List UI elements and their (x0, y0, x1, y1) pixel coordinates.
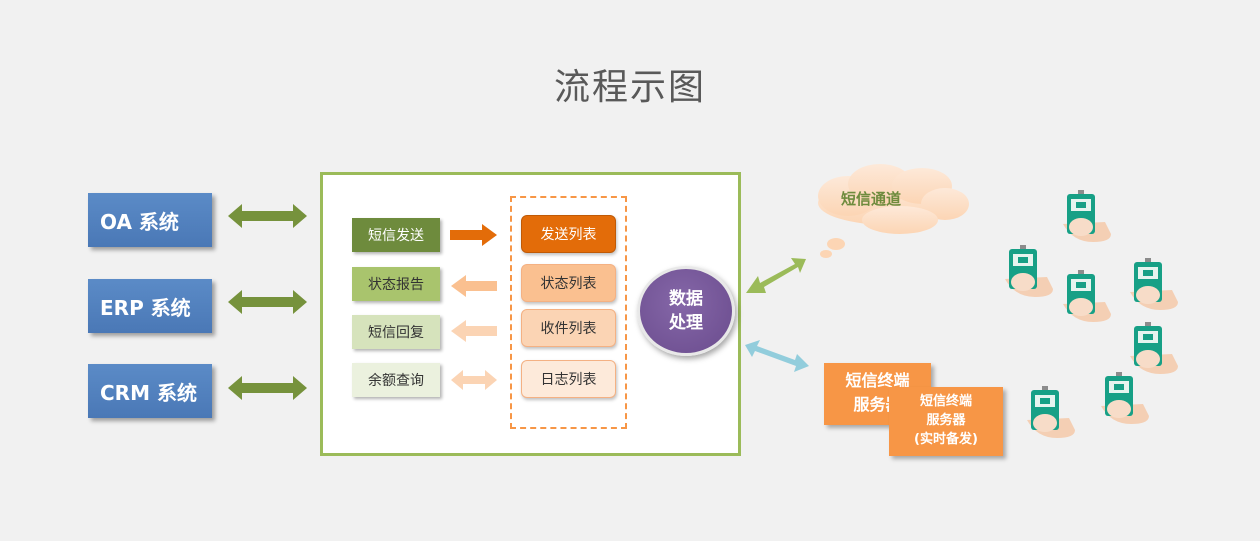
query-double-arrow (451, 370, 497, 390)
phone-in-hand-icon (1130, 258, 1178, 310)
server-double-arrow (745, 340, 809, 372)
server-primary-line1: 短信终端 (845, 371, 910, 390)
phone-in-hand-icon (1063, 270, 1111, 322)
oa-system-box: OA 系统 (88, 193, 212, 247)
phone-in-hand-icon (1101, 372, 1149, 424)
processor-line2: 处理 (669, 313, 703, 333)
inbox-list-box: 收件列表 (521, 309, 616, 347)
reply-arrow (451, 320, 497, 342)
server-backup-line2: 服务器 (926, 413, 966, 428)
status-report-box: 状态报告 (352, 267, 440, 301)
phone-in-hand-icon (1063, 190, 1111, 242)
server-backup-line1: 短信终端 (919, 394, 972, 409)
send-list-box: 发送列表 (521, 215, 616, 253)
sms-reply-box: 短信回复 (352, 315, 440, 349)
list-group-frame (510, 196, 627, 429)
sms-server-primary: 短信终端 服务器 (824, 363, 931, 425)
crm-double-arrow (228, 376, 307, 400)
phone-in-hand-icon (1130, 322, 1178, 374)
server-backup-line3: (实时备发) (914, 432, 978, 447)
status-list-box: 状态列表 (521, 264, 616, 302)
channel-double-arrow (746, 258, 806, 293)
log-list-box: 日志列表 (521, 360, 616, 398)
page-title: 流程示图 (553, 67, 706, 108)
erp-double-arrow (228, 290, 307, 314)
sms-send-box: 短信发送 (352, 218, 440, 252)
send-arrow (450, 224, 497, 246)
phone-in-hand-icon (1005, 245, 1053, 297)
erp-system-box: ERP 系统 (88, 279, 212, 333)
phone-in-hand-icon (1027, 386, 1075, 438)
crm-system-box: CRM 系统 (88, 364, 212, 418)
balance-query-box: 余额查询 (352, 363, 440, 397)
status-arrow (451, 275, 497, 297)
oa-double-arrow (228, 204, 307, 228)
sms-server-backup: 短信终端 服务器 (实时备发) (889, 387, 1003, 456)
processor-line1: 数据 (669, 289, 703, 309)
cloud-label: 短信通道 (841, 190, 902, 208)
data-processing-circle: 数据 处理 (637, 266, 735, 356)
sms-channel-cloud (818, 164, 969, 258)
